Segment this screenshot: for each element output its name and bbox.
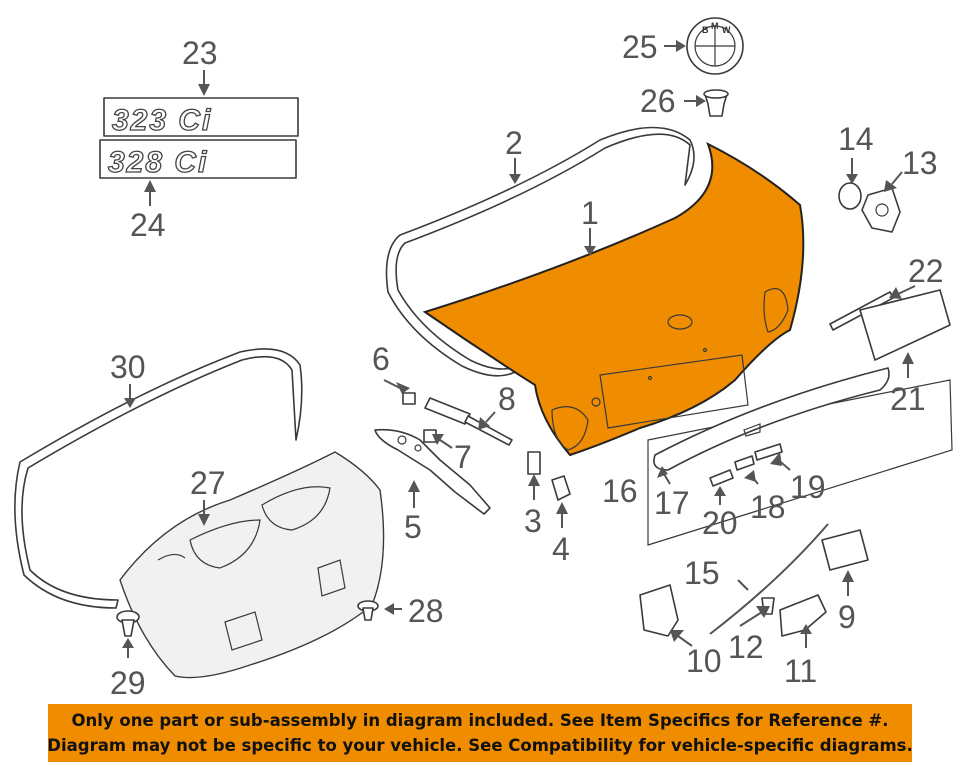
license-lamp-assembly [647,367,953,546]
trunk-hinge [374,428,491,515]
release-cable [709,523,829,635]
bmw-emblem: B M W [686,17,744,75]
emblem-letter-b: B [702,25,709,35]
callout-18: 18 [750,489,786,525]
leader-lines [122,40,916,658]
callout-28: 28 [408,593,444,629]
callout-20: 20 [702,505,738,541]
callout-29: 29 [110,665,146,700]
trunk-latch [821,529,869,571]
callout-4: 4 [552,531,570,567]
callout-14: 14 [838,121,874,157]
license-plate-bracket [859,289,951,361]
badge-328ci-text: 328 Ci [108,146,208,179]
callout-15: 15 [684,555,720,591]
callout-22: 22 [908,253,944,289]
callout-1: 1 [581,195,599,231]
callout-7: 7 [454,439,472,475]
parts-diagram: 323 Ci 328 Ci B M W [14,17,953,700]
adjuster-screw [527,451,541,475]
lock-cover [838,182,862,210]
lock-actuator [639,584,679,637]
callout-27: 27 [190,465,226,501]
badge-328ci: 328 Ci [99,139,297,180]
callout-25: 25 [622,29,658,65]
callout-17: 17 [654,485,690,521]
trunk-seal-left [14,348,303,609]
callout-6: 6 [372,341,390,377]
callout-16: 16 [602,473,638,509]
push-clip [357,600,379,621]
callout-9: 9 [838,599,856,635]
callout-8: 8 [498,381,516,417]
badge-323ci: 323 Ci [103,97,299,138]
callout-19: 19 [790,469,826,505]
disclaimer-line-2: Diagram may not be specific to your vehi… [47,736,913,755]
weatherstrip-seal [385,126,695,377]
emblem-grommet [703,89,729,117]
emblem-letter-m: M [711,21,719,31]
callout-23: 23 [182,35,218,71]
trim-clip [116,610,140,637]
disclaimer-banner: Only one part or sub-assembly in diagram… [47,704,913,762]
callout-24: 24 [130,207,166,243]
lift-strut [424,397,513,446]
trunk-lid [422,141,805,457]
callout-5: 5 [404,509,422,545]
rubber-buffer [551,475,571,501]
callout-21: 21 [890,381,926,417]
callout-labels: 1 2 3 4 5 6 7 8 9 10 11 12 13 14 15 16 1… [110,29,944,700]
callout-30: 30 [110,349,146,385]
callout-2: 2 [505,125,523,161]
lock-cylinder [861,187,901,233]
badge-323ci-text: 323 Ci [112,104,212,137]
callout-10: 10 [686,643,722,679]
striker [779,594,827,637]
emblem-letter-w: W [722,25,731,35]
bump-stop [402,392,416,405]
callout-3: 3 [524,503,542,539]
disclaimer-line-1: Only one part or sub-assembly in diagram… [71,711,889,730]
callout-11: 11 [784,653,817,689]
callout-13: 13 [902,145,938,181]
callout-26: 26 [640,83,676,119]
callout-12: 12 [728,629,764,665]
trunk-lining [119,451,385,679]
